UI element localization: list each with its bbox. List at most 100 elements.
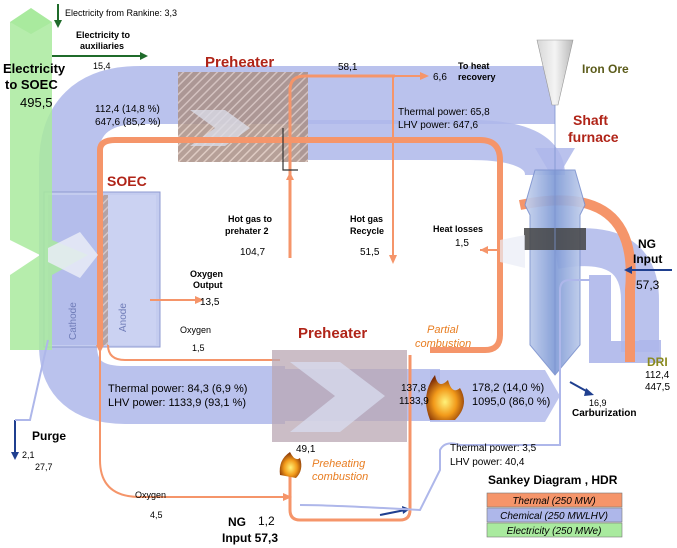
- iron-ore-hopper: [536, 39, 574, 106]
- electricity-top-chevron: [10, 8, 52, 34]
- arrowhead-heat-recovery: [420, 72, 429, 80]
- electricity-aux-value: 15,4: [93, 61, 111, 71]
- electricity-aux-label-2: auxiliaries: [80, 41, 124, 51]
- electricity-rankine-label: Electricity from Rankine: 3,3: [65, 8, 177, 18]
- preheater-mid-1: 137,8: [401, 383, 426, 394]
- heat-losses-label: Heat losses: [433, 224, 483, 234]
- chemical-to-shaft: [300, 120, 565, 177]
- iron-ore-label: Iron Ore: [582, 62, 629, 76]
- oxygen-output-line-1: Oxygen: [190, 269, 223, 279]
- electricity-rankine-arrowhead: [54, 20, 62, 28]
- hot-gas-preheater-value: 104,7: [240, 247, 265, 258]
- preheater-mid-2: 1133,9: [399, 396, 429, 407]
- preheat-value: 49,1: [296, 444, 316, 455]
- preheater-right-2: 1095,0 (86,0 %): [472, 396, 550, 408]
- exhaust-lhv: LHV power: 40,4: [450, 457, 525, 468]
- hot-gas-recycle-line-2: Recycle: [350, 226, 384, 236]
- thermal-oxygen-mid: [107, 344, 280, 361]
- electricity-aux-label-1: Electricity to: [76, 30, 131, 40]
- dri-value-1: 112,4: [645, 370, 670, 381]
- electricity-soec-label-1: Electricity: [3, 61, 66, 76]
- preheater-top-exhaust-line: [282, 128, 298, 171]
- arrowhead-oxygen-bottom: [283, 493, 292, 501]
- soec-anode: [104, 195, 156, 345]
- legend-electricity-label: Electricity (250 MWe): [507, 526, 602, 537]
- preheater-right-1: 178,2 (14,0 %): [472, 382, 544, 394]
- ng-bottom-line-2: Input 57,3: [222, 531, 278, 545]
- carburization-value: 16,9: [589, 398, 607, 408]
- hot-gas-recycle-value: 51,5: [360, 247, 380, 258]
- arrowhead-hot-gas-preheater: [286, 172, 294, 180]
- heat-recovery-value: 6,6: [433, 72, 447, 83]
- thermal-anode-down: [99, 345, 283, 498]
- ng-right-line-1: NG: [638, 237, 656, 251]
- preheater-left-thermal: Thermal power: 84,3 (6,9 %): [108, 383, 247, 395]
- dri-label: DRI: [647, 355, 668, 369]
- ng-bottom-line-1: NG: [228, 515, 246, 529]
- oxygen-output-line-2: Output: [193, 280, 223, 290]
- heat-recovery-label-2: recovery: [458, 72, 496, 82]
- soec-top-line-1: 112,4 (14,8 %): [95, 104, 160, 115]
- preheating-flame: [279, 452, 302, 478]
- dri-value-2: 447,5: [645, 382, 670, 393]
- legend-chemical-swatch: [486, 507, 623, 523]
- shaft-title-2: furnace: [568, 129, 619, 145]
- ng-bottom-line: [379, 509, 406, 516]
- purge-thin-line: [15, 339, 49, 421]
- preheating-2: combustion: [312, 471, 368, 483]
- thermal-soec-loop: [97, 137, 503, 353]
- purge-label: Purge: [32, 429, 66, 443]
- soec-anode-label: Anode: [118, 303, 129, 332]
- hot-gas-preheater-line-2: prehater 2: [225, 226, 269, 236]
- ng-right-value: 57,3: [636, 278, 660, 292]
- arrowhead-hot-gas-recycle: [389, 255, 397, 264]
- preheater-bottom-exit-arrow: [545, 370, 560, 422]
- oxygen-bottom-label: Oxygen: [135, 490, 166, 500]
- purge-arrowhead: [11, 452, 19, 460]
- partial-combustion-1: Partial: [427, 324, 459, 336]
- preheater-top-box: [178, 72, 308, 162]
- carburization-line: [569, 381, 589, 393]
- legend-chemical-label: Chemical (250 MWLHV): [500, 511, 608, 522]
- shaft-lhv-line: LHV power: 647,6: [398, 120, 478, 131]
- purge-value-1: 2,1: [22, 450, 35, 460]
- partial-combustion-flame: [426, 375, 464, 420]
- hot-gas-preheater-line-1: Hot gas to: [228, 214, 273, 224]
- oxygen-mid-value: 1,5: [192, 343, 205, 353]
- arrowhead-oxygen-output: [195, 296, 204, 304]
- preheater-bottom-chevron: [290, 362, 385, 432]
- legend: [486, 492, 623, 538]
- electricity-soec-value: 495,5: [20, 95, 53, 110]
- shaft-thermal-line: Thermal power: 65,8: [398, 107, 490, 118]
- labels: Electricity from Rankine: 3,3 Electricit…: [3, 8, 670, 545]
- heat-recovery-label-1: To heat: [458, 61, 489, 71]
- heat-losses-value: 1,5: [455, 238, 469, 249]
- chemical-main-loop: [39, 66, 555, 424]
- thermal-flows: [97, 74, 503, 522]
- preheater-left-lhv: LHV power: 1133,9 (93,1 %): [108, 397, 246, 409]
- soec-cathode-label: Cathode: [68, 302, 79, 340]
- soec-hatch: [100, 195, 108, 345]
- ng-right-arrowhead: [624, 266, 632, 274]
- preheater-top-flow-value: 58,1: [338, 62, 358, 73]
- legend-thermal-swatch: [486, 492, 623, 508]
- arrowhead-oxygen-mid: [96, 345, 104, 353]
- arrowhead-heat-losses: [480, 246, 488, 254]
- ng-right-line-2: Input: [633, 252, 662, 266]
- furnace-inlet-chevron: [500, 235, 525, 268]
- exhaust-line: [299, 279, 590, 512]
- partial-combustion-2: combustion: [415, 338, 471, 350]
- oxygen-mid-label: Oxygen: [180, 325, 211, 335]
- electricity-soec-arrow: [10, 22, 88, 350]
- carburization-arrowhead: [584, 388, 594, 396]
- legend-title: Sankey Diagram , HDR: [488, 473, 618, 487]
- legend-thermal-label: Thermal (250 MW): [512, 496, 595, 507]
- preheater-top-title: Preheater: [205, 54, 274, 71]
- thermal-preheat-return: [288, 355, 412, 522]
- shaft-title-1: Shaft: [573, 112, 608, 128]
- electricity-aux-arrowhead: [140, 52, 148, 60]
- soec-white-chevron: [48, 232, 98, 278]
- ng-bottom-value: 1,2: [258, 514, 275, 528]
